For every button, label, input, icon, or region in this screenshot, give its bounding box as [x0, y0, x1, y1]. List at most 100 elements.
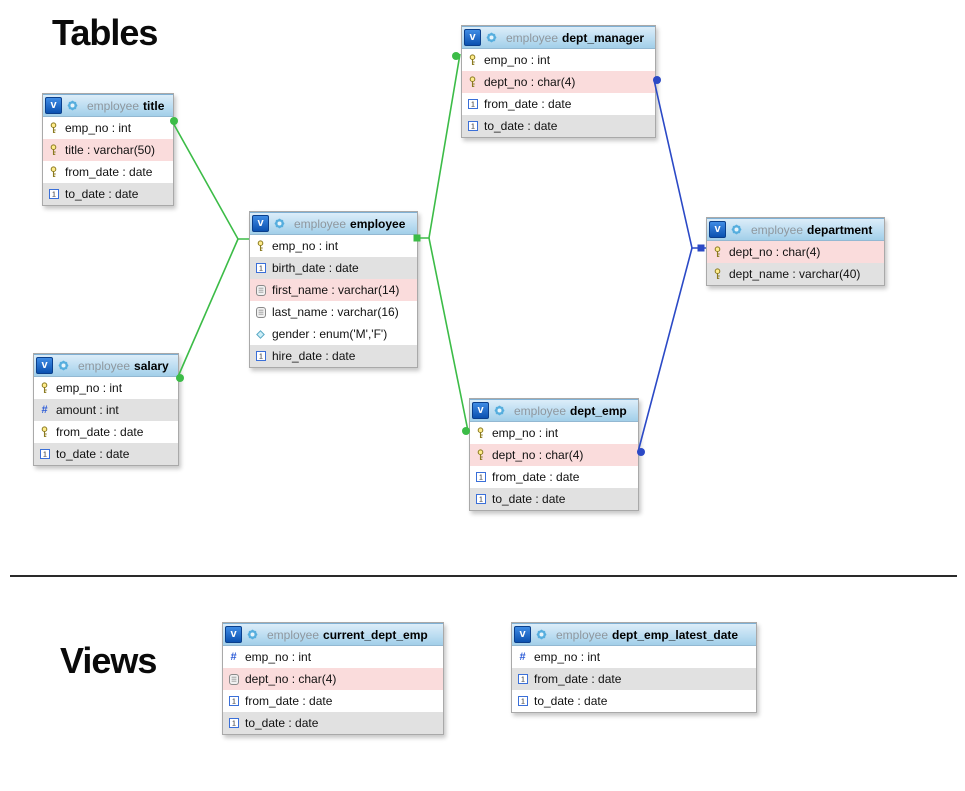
column-text: emp_no : int — [484, 53, 551, 67]
key-icon — [47, 122, 60, 134]
column-row[interactable]: #emp_no : int — [223, 646, 443, 668]
column-row[interactable]: emp_no : int — [250, 235, 417, 257]
relationship-line-dept_manager-department — [653, 79, 706, 249]
connector-square-marker — [697, 244, 705, 252]
column-row[interactable]: dept_no : char(4) — [462, 71, 655, 93]
column-text: hire_date : date — [272, 349, 356, 363]
date-icon: 1 — [516, 696, 529, 706]
column-row[interactable]: last_name : varchar(16) — [250, 301, 417, 323]
svg-text:1: 1 — [232, 699, 236, 706]
text-icon — [254, 306, 267, 318]
key-icon — [711, 246, 724, 258]
column-row[interactable]: gender : enum('M','F') — [250, 323, 417, 345]
column-row[interactable]: emp_no : int — [462, 49, 655, 71]
svg-text:1: 1 — [479, 497, 483, 504]
date-icon: 1 — [466, 99, 479, 109]
column-row[interactable]: dept_no : char(4) — [223, 668, 443, 690]
column-text: last_name : varchar(16) — [272, 305, 399, 319]
table-name: salary — [134, 358, 169, 373]
key-icon — [711, 268, 724, 280]
svg-text:1: 1 — [471, 102, 475, 109]
column-row[interactable]: title : varchar(50) — [43, 139, 173, 161]
relationship-line-employee-dept_emp — [428, 237, 469, 432]
svg-text:1: 1 — [43, 452, 47, 459]
gear-icon — [485, 31, 498, 44]
views-section-heading: Views — [60, 640, 157, 681]
column-text: gender : enum('M','F') — [272, 327, 388, 341]
gear-icon — [57, 359, 70, 372]
column-text: from_date : date — [492, 470, 580, 484]
gear-icon — [535, 628, 548, 641]
column-row[interactable]: #emp_no : int — [512, 646, 756, 668]
schema-name: employee — [514, 403, 567, 418]
column-text: from_date : date — [56, 425, 144, 439]
column-text: from_date : date — [65, 165, 153, 179]
svg-text:1: 1 — [52, 192, 56, 199]
date-icon: 1 — [227, 696, 240, 706]
schema-name: employee — [267, 627, 320, 642]
hash-icon: # — [519, 651, 526, 663]
column-text: from_date : date — [534, 672, 622, 686]
column-row[interactable]: emp_no : int — [43, 117, 173, 139]
column-row[interactable]: 1 to_date : date — [34, 443, 178, 465]
column-row[interactable]: emp_no : int — [470, 422, 638, 444]
column-row[interactable]: 1 to_date : date — [43, 183, 173, 205]
table-name: department — [807, 222, 873, 237]
column-row[interactable]: 1 from_date : date — [512, 668, 756, 690]
column-row[interactable]: 1 from_date : date — [462, 93, 655, 115]
key-icon — [474, 427, 487, 439]
column-text: dept_no : char(4) — [245, 672, 337, 686]
column-text: amount : int — [56, 403, 119, 417]
column-text: birth_date : date — [272, 261, 359, 275]
column-row[interactable]: emp_no : int — [34, 377, 178, 399]
column-text: to_date : date — [65, 187, 139, 201]
column-text: emp_no : int — [272, 239, 339, 253]
column-row[interactable]: #amount : int — [34, 399, 178, 421]
column-row[interactable]: first_name : varchar(14) — [250, 279, 417, 301]
column-text: from_date : date — [484, 97, 572, 111]
schema-name: employee — [87, 98, 140, 113]
gear-icon — [730, 223, 743, 236]
column-row[interactable]: dept_no : char(4) — [707, 241, 884, 263]
column-text: to_date : date — [56, 447, 130, 461]
key-icon — [38, 426, 51, 438]
gear-icon — [493, 404, 506, 417]
key-icon — [254, 240, 267, 252]
column-row[interactable]: dept_no : char(4) — [470, 444, 638, 466]
svg-text:1: 1 — [471, 124, 475, 131]
date-icon: 1 — [227, 718, 240, 728]
schema-name: employee — [556, 627, 609, 642]
date-icon: 1 — [466, 121, 479, 131]
column-row[interactable]: dept_name : varchar(40) — [707, 263, 884, 285]
column-row[interactable]: from_date : date — [43, 161, 173, 183]
schema-name: employee — [751, 222, 804, 237]
svg-text:1: 1 — [521, 677, 525, 684]
column-row[interactable]: from_date : date — [34, 421, 178, 443]
view-badge-icon: v — [464, 29, 481, 46]
